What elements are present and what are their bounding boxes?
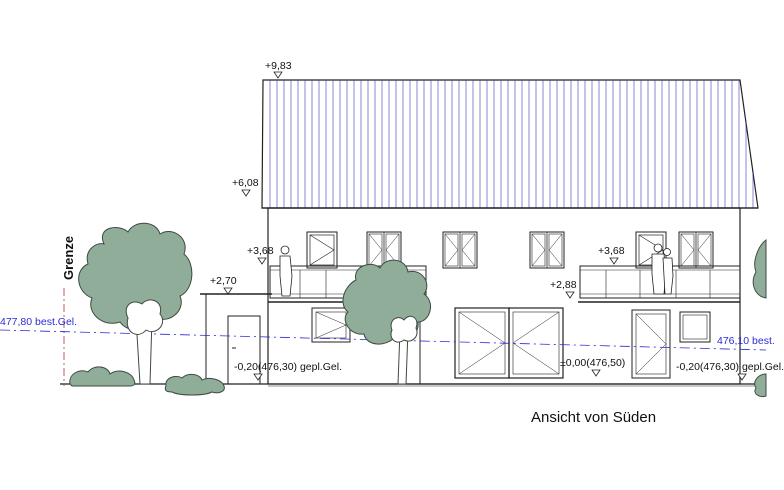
person-figure-right (651, 243, 674, 295)
shrub-left-2 (164, 373, 225, 396)
tree-right-edge (752, 238, 767, 299)
roof (261, 79, 759, 209)
upper-window-6 (678, 231, 714, 269)
upper-window-3 (442, 231, 478, 269)
upper-window-4 (529, 231, 565, 269)
level-ground-left: -0,20(476,30) gepl.Gel. (234, 361, 342, 373)
level-marker-icon (591, 369, 601, 377)
level-ground-center: ±0,00(476,50) (560, 357, 626, 369)
drawing-caption: Ansicht von Süden (531, 409, 657, 426)
level-ridge: +9,83 (265, 60, 292, 72)
person-figure-left (279, 245, 293, 297)
level-garage: +2,70 (210, 275, 237, 287)
shrub-right-edge (754, 373, 767, 397)
terrace-door-right (631, 309, 671, 379)
level-marker-icon (241, 189, 251, 197)
level-marker-icon (253, 373, 263, 381)
ground-window-left (311, 307, 351, 343)
level-marker-icon (223, 287, 233, 295)
level-marker-icon (737, 373, 747, 381)
level-marker-icon (257, 257, 267, 265)
tree-center (342, 259, 432, 385)
upper-window-1 (306, 231, 338, 269)
level-marker-icon (273, 71, 283, 79)
existing-terrain-left: 477,80 best.Gel. (0, 316, 78, 328)
level-eaves: +6,08 (232, 177, 259, 189)
boundary-label: Grenze (61, 235, 76, 280)
tree-left (78, 222, 193, 385)
level-ground-right: -0,20(476,30) gepl.Gel. (676, 361, 784, 373)
level-marker-icon (565, 291, 575, 299)
roof-hatch (269, 80, 754, 208)
existing-terrain-right: 476,10 best. (717, 335, 775, 347)
sliding-door-right (508, 307, 564, 379)
shrub-left-1 (69, 366, 136, 387)
level-balcony-left: +3,68 (247, 245, 274, 257)
ground-window-right (679, 311, 711, 343)
garage-door (227, 315, 261, 385)
facade-wall (267, 207, 741, 385)
level-terrace: +2,88 (550, 279, 577, 291)
elevation-drawing (0, 71, 767, 397)
level-marker-icon (609, 257, 619, 265)
level-balcony-right: +3,68 (598, 245, 625, 257)
